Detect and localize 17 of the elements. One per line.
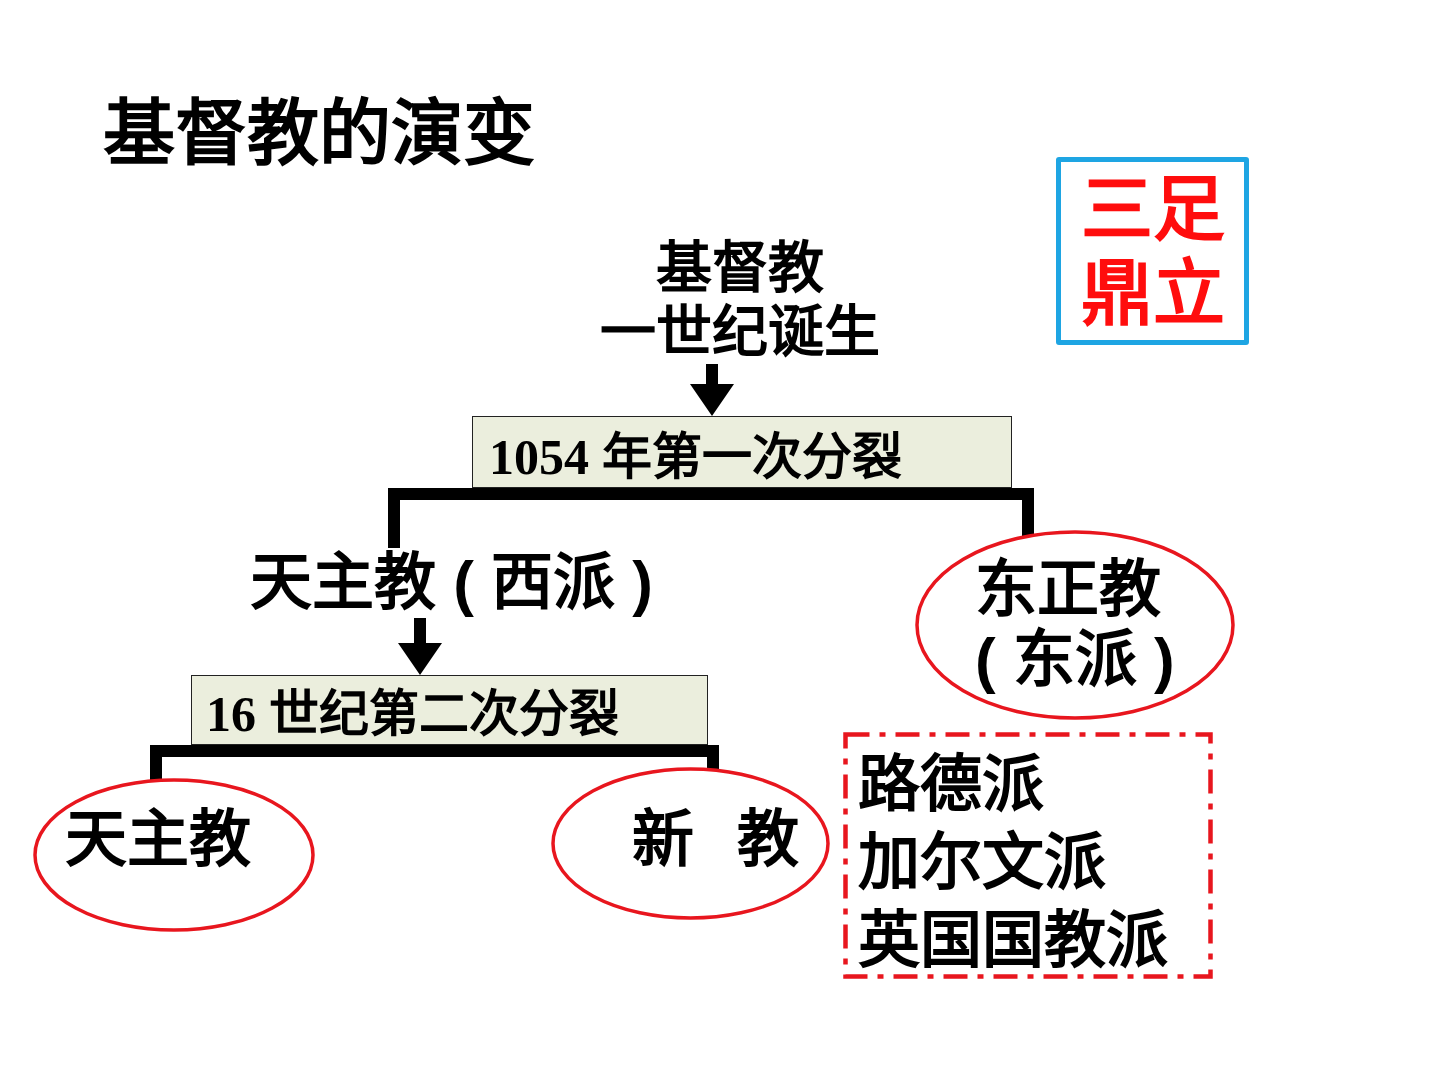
list-item: 路德派: [858, 749, 1044, 821]
split-box: [191, 675, 708, 745]
root-label: 基督教: [655, 236, 825, 300]
highlight-text: 三足鼎立: [1079, 168, 1226, 335]
list-item: 英国国教派: [858, 905, 1168, 977]
arrow: [690, 364, 734, 416]
split-box: [472, 416, 1012, 488]
branch-label: 新 教: [632, 805, 800, 875]
split-label: 16 世纪第二次分裂: [205, 685, 620, 744]
page-title: 基督教的演变: [103, 92, 535, 175]
branch-label: 天主教: [65, 805, 251, 875]
split-label: 1054 年第一次分裂: [488, 428, 903, 487]
list-item: 加尔文派: [858, 827, 1106, 899]
origin-note: 一世纪诞生: [599, 300, 881, 364]
branch-label: 东正教 ( 东派 ): [975, 555, 1176, 695]
branch-label: 天主教 ( 西派 ): [250, 548, 653, 618]
highlight-frame: [1056, 157, 1249, 345]
